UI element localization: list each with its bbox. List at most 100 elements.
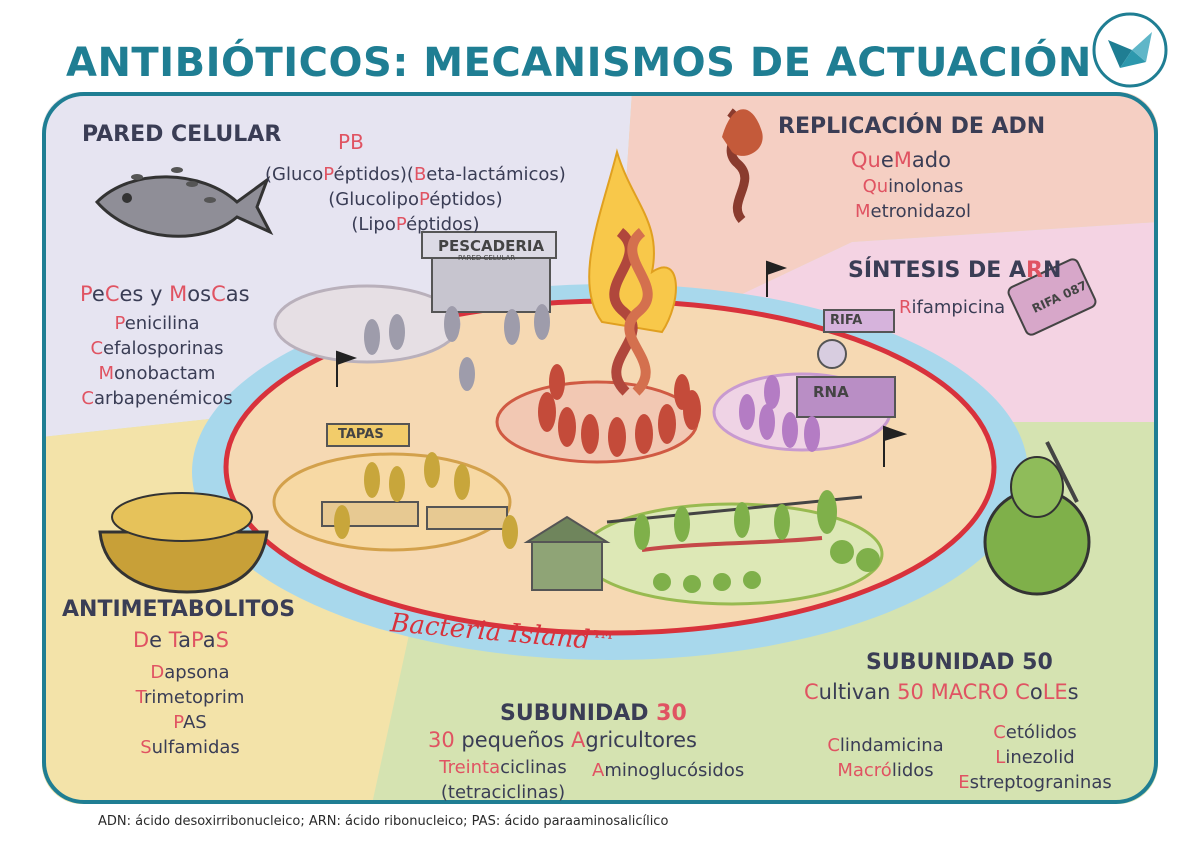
highlight-letter: P <box>191 628 203 652</box>
subunit-50-header: SUBUNIDAD 50 <box>866 650 1053 675</box>
cell-wall-drug-list: (GlucoPéptidos)(Beta-lactámicos)(Glucoli… <box>265 162 566 237</box>
highlight-letter: Treinta <box>439 757 501 778</box>
drug-item: Treintaciclinas <box>428 755 578 780</box>
highlight-letter: S <box>140 737 152 758</box>
text-segment: ado <box>911 148 951 172</box>
text-segment: e <box>91 282 105 306</box>
highlight-letter: Qu <box>851 148 881 172</box>
text-segment: ultivan <box>818 680 898 704</box>
text-segment: s <box>1067 680 1079 704</box>
drug-item: Rifampicina <box>899 295 1005 320</box>
highlight-letter: 30 <box>428 728 455 752</box>
highlight-letter: P <box>418 189 430 210</box>
pared-celular-sign: PARED CELULAR <box>458 254 516 262</box>
text-segment: AS <box>182 712 207 733</box>
subunit-50-mnemonic: Cultivan 50 MACRO CoLEs <box>804 680 1079 704</box>
drug-item: Carbapenémicos <box>72 386 242 411</box>
drug-item: Cetólidos <box>955 720 1115 745</box>
drug-item: PAS <box>120 710 260 735</box>
drug-item: Clindamicina <box>818 733 953 758</box>
highlight-letter: P <box>323 164 334 185</box>
highlight-letter: M <box>854 201 871 222</box>
highlight-letter: C <box>827 735 840 756</box>
highlight-letter: E <box>958 772 970 793</box>
rna-sign: RNA <box>813 383 849 401</box>
text-segment: e <box>149 628 169 652</box>
drug-item: Monobactam <box>72 361 242 386</box>
drug-item: Cefalosporinas <box>72 336 242 361</box>
highlight-letter: B <box>413 164 427 185</box>
highlight-letter: 30 <box>656 701 687 726</box>
highlight-letter: P <box>173 712 183 733</box>
highlight-letter: C <box>211 282 226 306</box>
highlight-letter: 50 MACRO <box>897 680 1009 704</box>
text-segment: e <box>880 148 894 172</box>
text-segment: (tetraciclinas) <box>440 782 566 803</box>
text-segment: lidos <box>891 760 934 781</box>
highlight-letter: R <box>1026 258 1043 283</box>
subunit-30-drug-list-left: Treintaciclinas(tetraciclinas) <box>428 755 578 805</box>
text-segment: eta-lactámicos) <box>426 164 566 185</box>
text-segment: e <box>1005 722 1017 743</box>
subunit-30-header: SUBUNIDAD 30 <box>500 701 687 726</box>
text-segment: ciclinas <box>500 757 567 778</box>
subunit-30-drug-list-right: Aminoglucósidos <box>592 758 744 783</box>
highlight-letter: S <box>215 628 229 652</box>
bird-logo-icon <box>1092 12 1168 88</box>
drug-item: Quinolonas <box>838 174 988 199</box>
subunit-30-mnemonic: 30 pequeños Agricultores <box>428 728 697 752</box>
text-segment: streptograninas <box>969 772 1112 793</box>
highlight-letter: P <box>114 313 125 334</box>
text-segment: ulfamidas <box>151 737 240 758</box>
rifa-sign: RIFA <box>830 313 863 328</box>
highlight-letter: P <box>80 282 92 306</box>
text-segment: (Gluco <box>265 164 324 185</box>
text-segment: N <box>1042 258 1062 283</box>
antimetabolite-header: ANTIMETABOLITOS <box>62 597 296 622</box>
text-segment: o <box>1029 680 1043 704</box>
footnote: ADN: ácido desoxirribonucleico; ARN: áci… <box>98 814 669 829</box>
text-segment: pequeños <box>454 728 571 752</box>
text-segment: éptidos)( <box>333 164 414 185</box>
dna-replication-header: REPLICACIÓN DE ADN <box>778 114 1046 139</box>
rna-synthesis-drug-list: Rifampicina <box>899 295 1005 320</box>
text-segment: rimetoprim <box>143 687 245 708</box>
text-segment: os <box>187 282 212 306</box>
drug-item: Trimetoprim <box>120 685 260 710</box>
highlight-letter: Qu <box>862 176 889 197</box>
highlight-letter: D <box>150 662 165 683</box>
highlight-letter: T <box>168 628 179 652</box>
highlight-letter: M <box>169 282 188 306</box>
highlight-letter: LE <box>1042 680 1068 704</box>
page-title: ANTIBIÓTICOS: MECANISMOS DE ACTUACIÓN <box>66 40 1092 86</box>
text-segment: lindamicina <box>839 735 944 756</box>
text-segment: ifampicina <box>911 297 1006 318</box>
highlight-letter: C <box>81 388 94 409</box>
text-segment: etronidazol <box>870 201 971 222</box>
text-segment: (Glucolipo <box>328 189 419 210</box>
highlight-letter: C <box>804 680 819 704</box>
text-segment: arbapenémicos <box>93 388 233 409</box>
highlight-letter: P <box>338 130 351 154</box>
drug-item: Estreptograninas <box>955 770 1115 795</box>
drug-item: Aminoglucósidos <box>592 758 744 783</box>
highlight-letter: D <box>133 628 150 652</box>
highlight-letter: M <box>98 363 115 384</box>
text-segment: SÍNTESIS DE A <box>848 258 1026 283</box>
highlight-letter: C <box>104 282 120 306</box>
text-segment: minoglucósidos <box>604 760 745 781</box>
text-segment: inezolid <box>1005 747 1075 768</box>
pescaderia-sign: PESCADERIA <box>438 237 545 255</box>
highlight-letter: P <box>395 214 407 235</box>
highlight-letter: A <box>571 728 586 752</box>
highlight-letter: M <box>893 148 912 172</box>
highlight-letter: Macró <box>837 760 892 781</box>
drug-item: Penicilina <box>72 311 242 336</box>
cell-wall-header: PARED CELULAR <box>82 122 282 147</box>
text-segment: a <box>178 628 192 652</box>
highlight-letter: L <box>995 747 1006 768</box>
